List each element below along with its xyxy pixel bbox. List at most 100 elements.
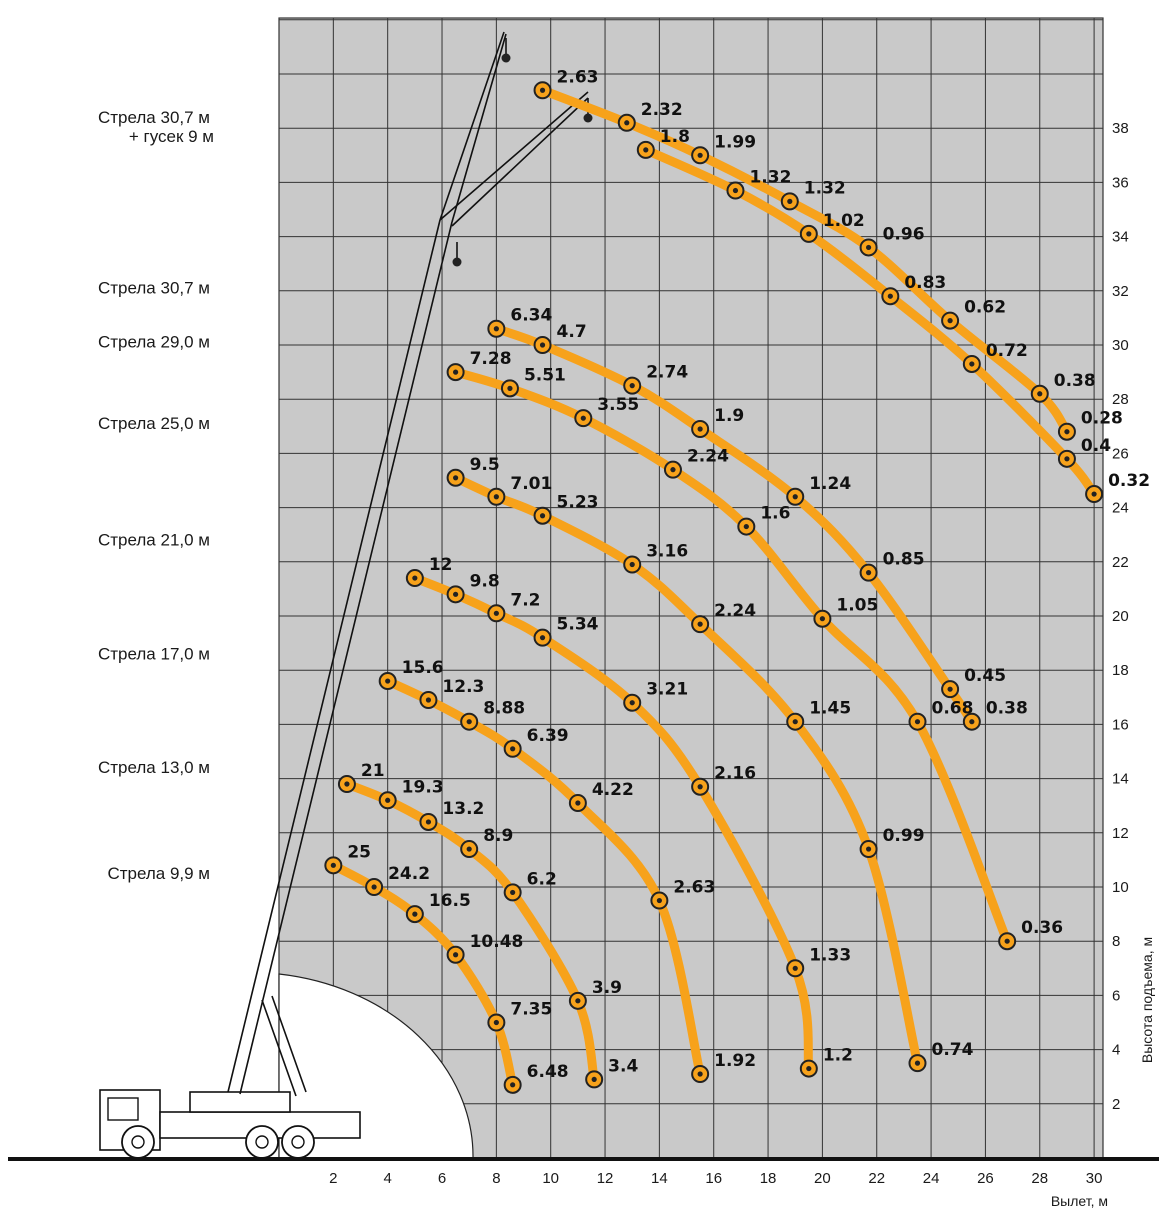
capacity-label: 24.2 — [388, 864, 430, 884]
capacity-point-center — [539, 87, 546, 93]
x-tick-label: 20 — [814, 1170, 831, 1187]
capacity-point-center — [1091, 491, 1097, 497]
capacity-point-center — [466, 846, 472, 852]
capacity-point-center — [1064, 456, 1070, 462]
capacity-point-center — [330, 862, 336, 868]
capacity-point-center — [697, 621, 703, 627]
capacity-point-center — [453, 591, 459, 597]
y-tick-label: 8 — [1112, 933, 1120, 950]
boom-line — [227, 219, 441, 1093]
capacity-label: 6.34 — [510, 306, 552, 326]
capacity-point-center — [466, 719, 472, 725]
jib-line — [439, 31, 505, 221]
boom-line — [239, 221, 453, 1095]
capacity-point-center — [914, 719, 921, 725]
capacity-label: 4.7 — [557, 322, 587, 342]
capacity-label: 1.2 — [823, 1046, 853, 1066]
x-tick-label: 14 — [651, 1170, 668, 1187]
capacity-point-center — [629, 700, 635, 706]
hook-icon — [583, 113, 593, 123]
y-tick-label: 38 — [1112, 120, 1129, 137]
capacity-label: 13.2 — [442, 799, 484, 819]
y-tick-label: 22 — [1112, 554, 1129, 571]
boom-length-label: Стрела 25,0 м — [98, 414, 210, 433]
capacity-label: 0.38 — [1054, 371, 1096, 391]
y-tick-label: 28 — [1112, 391, 1129, 408]
capacity-point-center — [947, 686, 953, 692]
capacity-point-center — [792, 494, 798, 500]
capacity-label: 0.99 — [883, 826, 925, 846]
capacity-label: 2.16 — [714, 764, 756, 784]
capacity-labels: 2524.216.510.487.356.482119.313.28.96.23… — [347, 67, 1150, 1082]
capacity-label: 10.48 — [470, 932, 524, 952]
x-tick-label: 10 — [542, 1170, 559, 1187]
wheel-hub — [255, 1135, 269, 1149]
capacity-curves — [324, 81, 1104, 1094]
capacity-label: 3.16 — [646, 542, 688, 562]
capacity-label: 3.9 — [592, 978, 622, 998]
capacity-label: 2.74 — [646, 363, 688, 383]
capacity-point-center — [792, 965, 798, 971]
x-tick-label: 8 — [492, 1170, 500, 1187]
capacity-point-center — [969, 361, 975, 367]
capacity-label: 9.5 — [470, 455, 500, 475]
capacity-label: 0.4 — [1081, 436, 1111, 456]
capacity-point-center — [539, 513, 546, 519]
capacity-label: 0.96 — [883, 224, 925, 244]
capacity-point-center — [371, 884, 377, 890]
capacity-point-center — [493, 494, 499, 500]
capacity-point-center — [425, 819, 432, 825]
capacity-label: 7.35 — [510, 1000, 552, 1020]
capacity-label: 0.62 — [964, 298, 1006, 318]
capacity-point-center — [591, 1076, 597, 1083]
capacity-point-center — [629, 383, 635, 389]
capacity-point-center — [865, 846, 872, 852]
cabin-window — [107, 1097, 139, 1121]
capacity-label: 2.24 — [714, 601, 756, 621]
capacity-point-center — [1037, 391, 1043, 397]
boom-length-label: Стрела 13,0 м — [98, 758, 210, 777]
capacity-label: 1.45 — [809, 699, 851, 719]
y-tick-label: 24 — [1112, 500, 1129, 517]
y-tick-label: 6 — [1112, 987, 1120, 1004]
capacity-label: 0.36 — [1021, 918, 1063, 938]
capacity-point-center — [643, 147, 649, 153]
capacity-point-center — [453, 475, 459, 481]
jib-line — [451, 97, 589, 227]
capacity-point-center — [819, 616, 826, 622]
capacity-label: 2.24 — [687, 447, 729, 467]
boom-jib-label: + гусек 9 м — [129, 127, 214, 146]
capacity-label: 9.8 — [470, 571, 500, 591]
x-tick-label: 22 — [868, 1170, 885, 1187]
capacity-label: 25 — [347, 842, 371, 862]
capacity-point-center — [385, 678, 391, 684]
boom-length-label: Стрела 30,7 м — [98, 279, 210, 298]
capacity-point-center — [732, 187, 739, 194]
capacity-label: 3.4 — [608, 1056, 638, 1076]
capacity-label: 1.9 — [714, 406, 744, 426]
capacity-point-center — [493, 326, 499, 332]
capacity-point-center — [507, 385, 513, 391]
y-tick-label: 10 — [1112, 879, 1129, 896]
capacity-label: 0.74 — [931, 1040, 973, 1060]
y-tick-label: 20 — [1112, 608, 1129, 625]
capacity-point-center — [697, 426, 703, 432]
plot-background — [279, 18, 1103, 1158]
wheel-hub — [291, 1135, 305, 1149]
y-axis-title: Высота подъема, м — [1139, 937, 1155, 1063]
capacity-label: 1.05 — [836, 596, 878, 616]
y-tick-label: 26 — [1112, 445, 1129, 462]
capacity-label: 1.99 — [714, 132, 756, 152]
capacity-label: 1.92 — [714, 1051, 756, 1071]
capacity-label: 0.72 — [986, 341, 1028, 361]
capacity-label: 15.6 — [402, 658, 444, 678]
capacity-label: 0.85 — [883, 550, 925, 570]
hook-icon — [452, 257, 462, 267]
y-tick-label: 12 — [1112, 825, 1129, 842]
capacity-label: 1.02 — [823, 211, 865, 231]
capacity-label: 19.3 — [402, 777, 444, 797]
y-tick-label: 16 — [1112, 716, 1129, 733]
crane-illustration — [99, 31, 593, 1159]
